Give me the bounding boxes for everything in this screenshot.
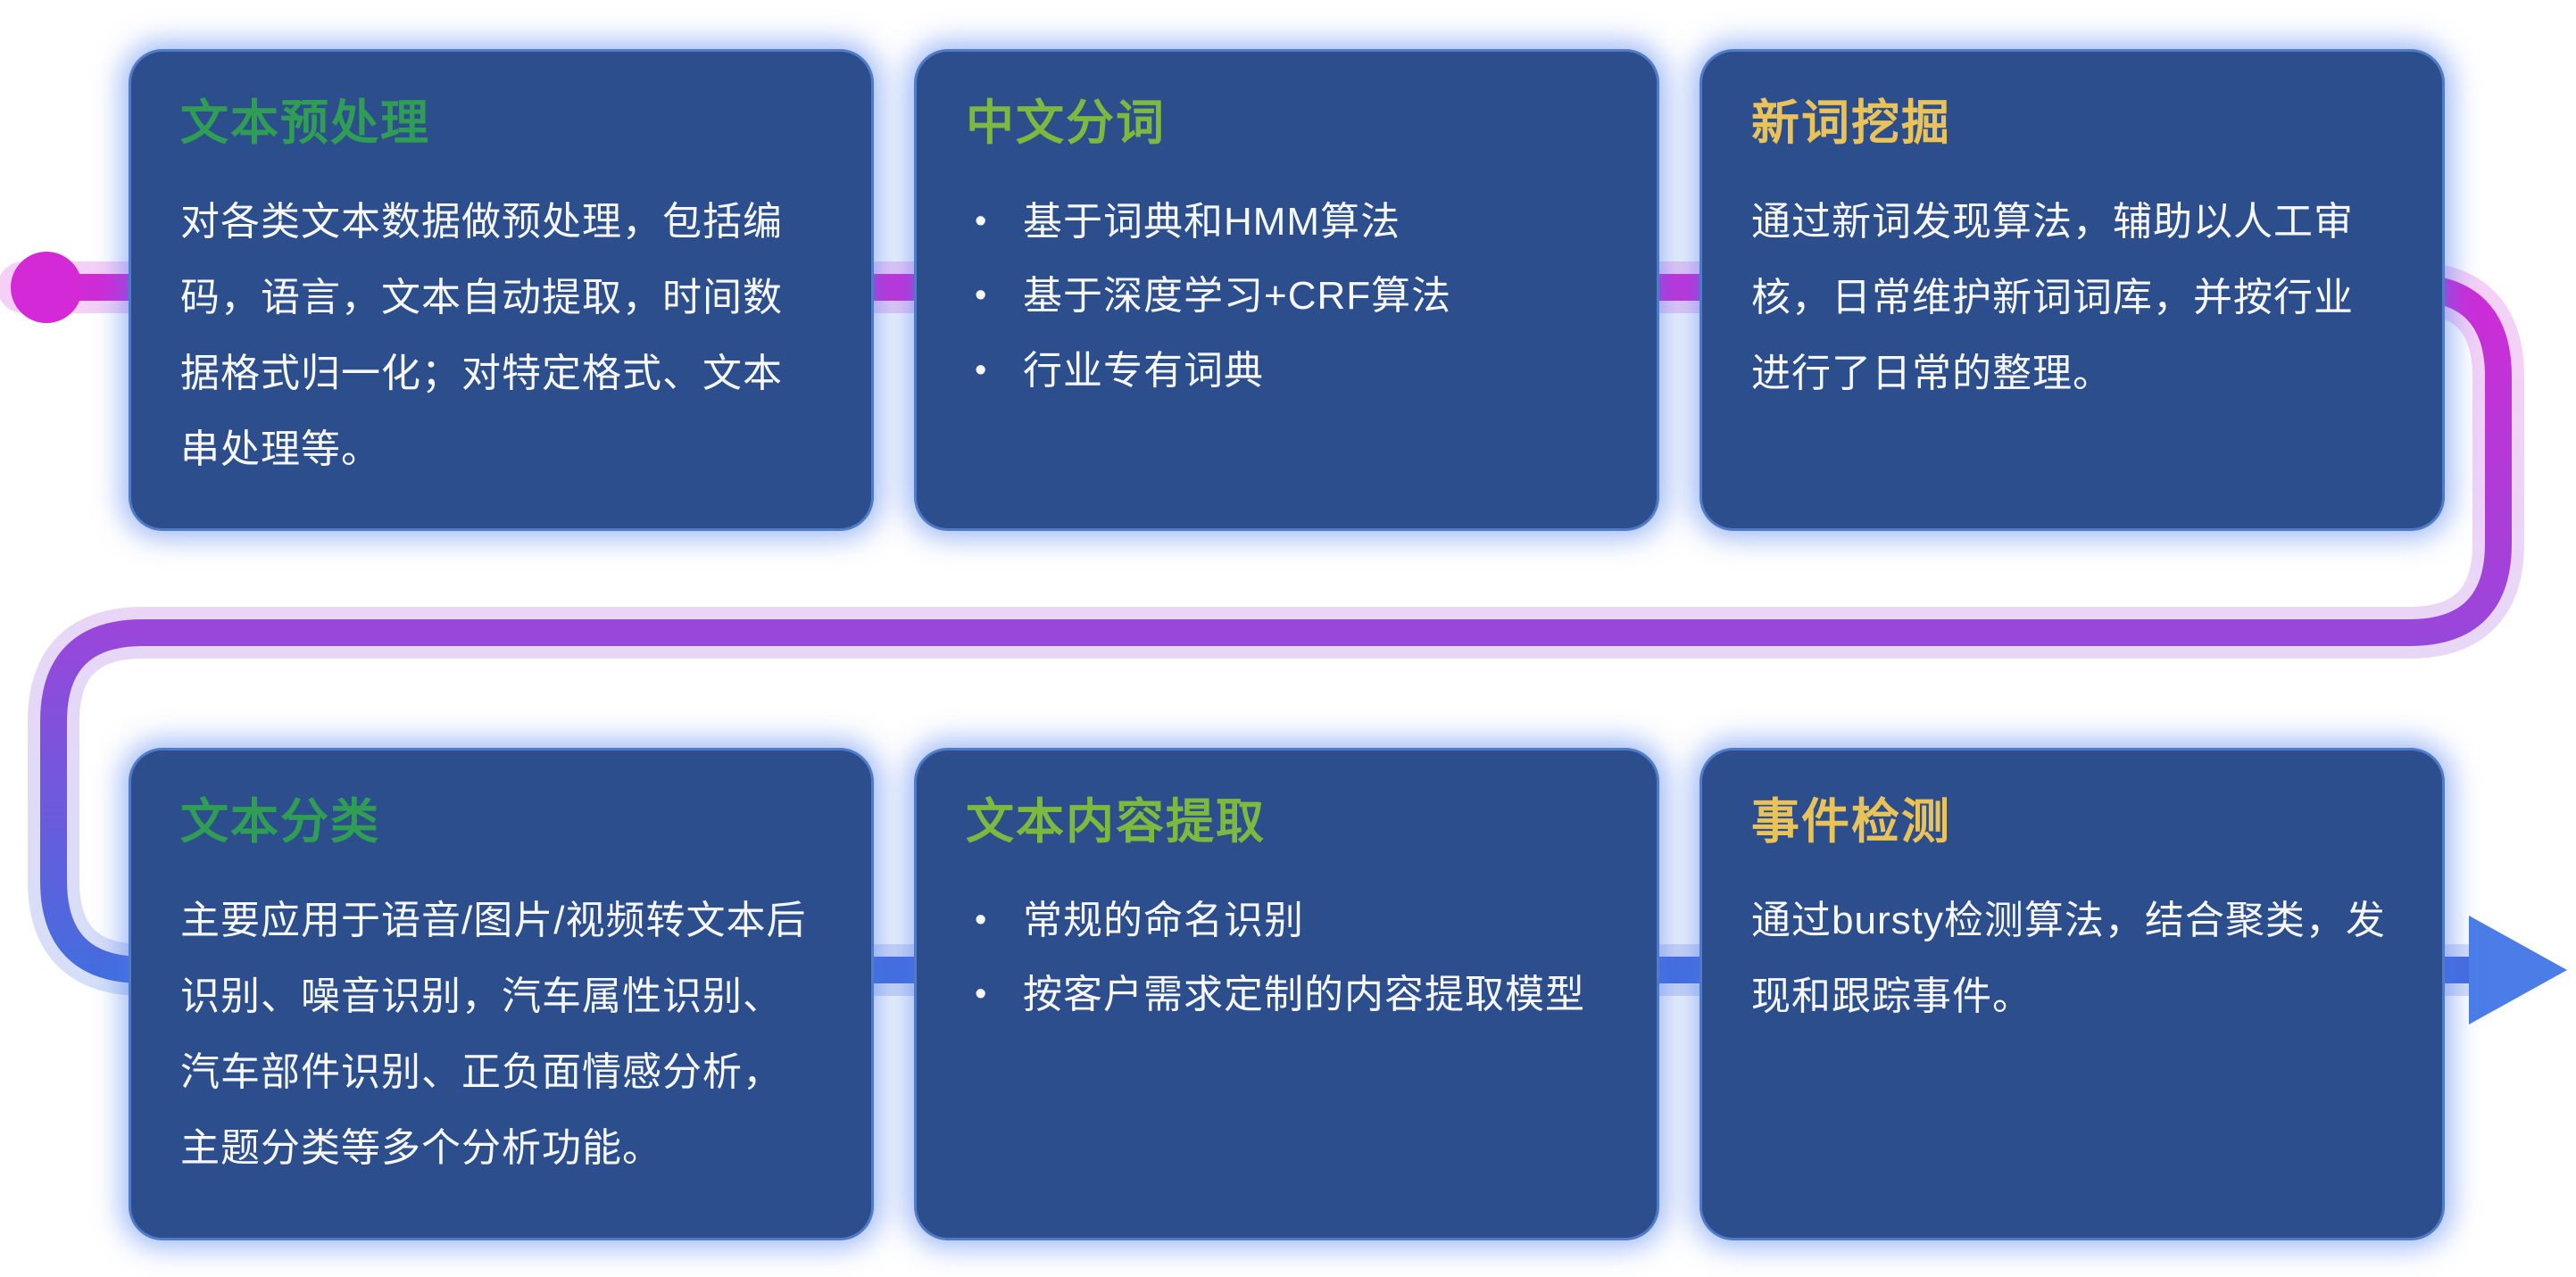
bullet-text: 按客户需求定制的内容提取模型 [1023, 973, 1585, 1017]
card-text-preprocessing: 文本预处理 对各类文本数据做预处理，包括编码，语言，文本自动提取，时间数据格式归… [129, 49, 874, 531]
card-title: 中文分词 [966, 96, 1166, 150]
list-item: • 基于词典和HMM算法 [966, 185, 1608, 260]
bullet-icon: • [975, 975, 988, 1014]
card-text-classification: 文本分类 主要应用于语音/图片/视频转文本后识别、噪音识别，汽车属性识别、汽车部… [129, 748, 874, 1240]
list-item: • 按客户需求定制的内容提取模型 [966, 958, 1608, 1032]
card-event-detection: 事件检测 通过bursty检测算法，结合聚类，发现和跟踪事件。 [1699, 748, 2445, 1240]
flow-start-dot [11, 252, 82, 323]
card-body: 通过新词发现算法，辅助以人工审核，日常维护新词词库，并按行业进行了日常的整理。 [1751, 199, 2354, 395]
card-title: 文本内容提取 [966, 795, 1266, 849]
card-body: 通过bursty检测算法，结合聚类，发现和跟踪事件。 [1751, 898, 2386, 1018]
bullet-list: • 常规的命名识别 • 按客户需求定制的内容提取模型 [966, 883, 1608, 1032]
flow-line [23, 274, 2512, 983]
card-title: 新词挖掘 [1751, 96, 1951, 150]
list-item: • 行业专有词典 [966, 334, 1608, 409]
bullet-list: • 基于词典和HMM算法 • 基于深度学习+CRF算法 • 行业专有词典 [966, 185, 1608, 409]
card-body: 对各类文本数据做预处理，包括编码，语言，文本自动提取，时间数据格式归一化；对特定… [180, 199, 783, 471]
card-new-word-mining: 新词挖掘 通过新词发现算法，辅助以人工审核，日常维护新词词库，并按行业进行了日常… [1699, 49, 2445, 531]
card-chinese-word-segmentation: 中文分词 • 基于词典和HMM算法 • 基于深度学习+CRF算法 • 行业专有词… [914, 49, 1659, 531]
card-text-content-extraction: 文本内容提取 • 常规的命名识别 • 按客户需求定制的内容提取模型 [914, 748, 1659, 1240]
card-title: 文本预处理 [180, 96, 430, 150]
list-item: • 基于深度学习+CRF算法 [966, 259, 1608, 334]
bullet-icon: • [975, 900, 988, 939]
bullet-text: 基于词典和HMM算法 [1023, 199, 1401, 244]
list-item: • 常规的命名识别 [966, 883, 1608, 958]
bullet-icon: • [975, 351, 988, 389]
card-body: 主要应用于语音/图片/视频转文本后识别、噪音识别，汽车属性识别、汽车部件识别、正… [180, 898, 807, 1170]
bullet-text: 基于深度学习+CRF算法 [1023, 274, 1452, 319]
card-title: 事件检测 [1751, 795, 1951, 849]
bullet-text: 常规的命名识别 [1023, 898, 1304, 942]
flow-end-arrow-icon [2469, 916, 2567, 1024]
card-title: 文本分类 [180, 795, 380, 849]
bullet-icon: • [975, 202, 988, 240]
bullet-text: 行业专有词典 [1023, 348, 1264, 393]
bullet-icon: • [975, 277, 988, 315]
